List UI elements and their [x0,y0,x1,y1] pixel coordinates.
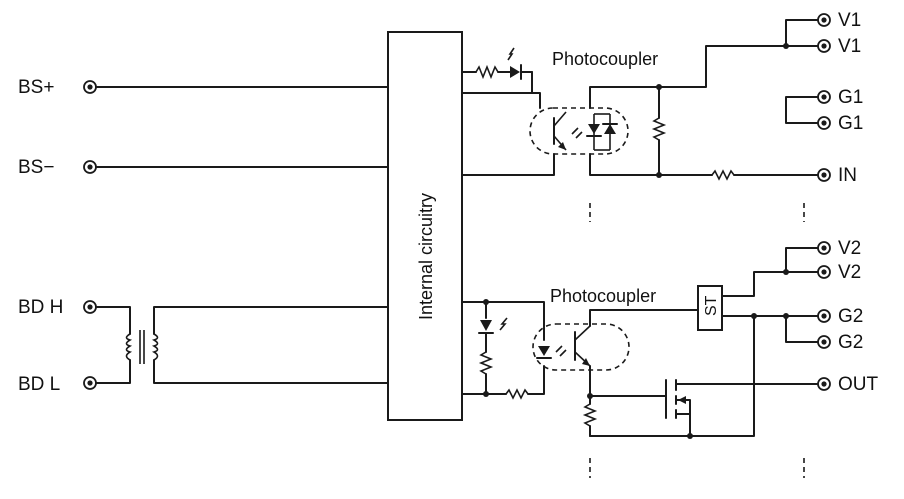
mosfet [665,379,819,437]
resistor-bottom-led [505,388,529,400]
photocoupler-bottom-label: Photocoupler [550,286,656,306]
terminal-label-g2-a: G2 [838,306,863,327]
photocoupler-top [529,107,629,155]
led-indicator-bottom [478,317,508,395]
resistor-in [711,169,735,181]
resistor-bottom-gate [582,395,598,437]
wire-top-collector [461,92,541,109]
wire-top-right [589,45,819,109]
terminal-label-v1-b: V1 [838,36,861,57]
terminal-label-g2-b: G2 [838,332,863,353]
terminal-label-v2-a: V2 [838,238,861,259]
wire-top-in [589,153,713,176]
wire-g1-bridge [785,96,819,124]
terminal-label-v2-b: V2 [838,262,861,283]
photocoupler-bottom [532,323,630,371]
terminal-bd-l [83,376,97,390]
internal-circuitry-label: Internal circuitry [416,193,436,320]
wire-bottom-anode [461,301,487,319]
terminal-bd-h [83,300,97,314]
terminal-bs-minus [83,160,97,174]
resistor-top [651,86,667,176]
transformer [95,306,389,384]
terminal-label-bs-minus: BS− [18,157,54,178]
st-label: ST [703,295,720,316]
terminal-label-out: OUT [838,374,879,395]
terminal-label-v1-a: V1 [838,10,861,31]
terminal-label-bd-h: BD H [18,297,63,318]
internal-circuitry-block [387,31,463,421]
terminal-label-in: IN [838,165,857,186]
wire-top-emitter [461,153,555,176]
terminal-label-g1-a: G1 [838,87,863,108]
terminal-label-bs-plus: BS+ [18,77,54,98]
led-indicator-top [461,47,533,94]
terminal-label-g1-b: G1 [838,113,863,134]
st-block [697,285,723,331]
terminal-bs-plus [83,80,97,94]
wire-v1-bridge [785,19,819,47]
photocoupler-top-label: Photocoupler [552,49,658,69]
terminal-label-bd-l: BD L [18,374,60,395]
